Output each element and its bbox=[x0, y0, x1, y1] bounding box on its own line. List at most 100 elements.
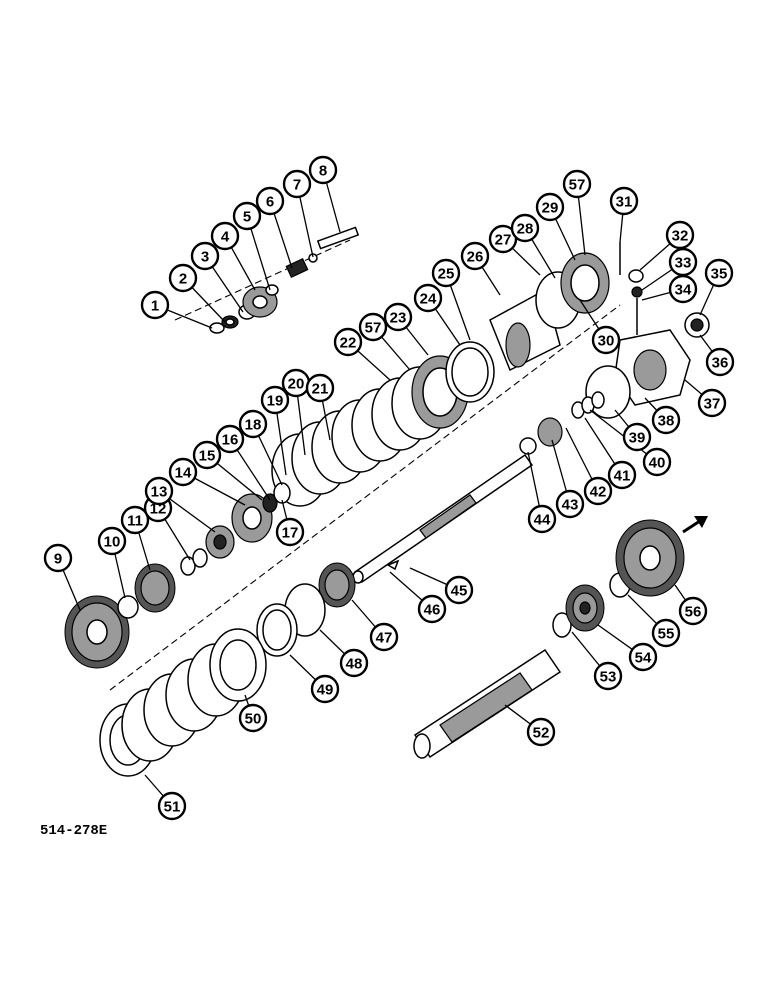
callout-8: 8 bbox=[308, 155, 338, 185]
callout-label: 55 bbox=[658, 626, 675, 643]
callout-label: 39 bbox=[629, 430, 646, 447]
callout-label: 28 bbox=[517, 221, 534, 238]
callout-28: 28 bbox=[510, 213, 540, 243]
callout-18: 18 bbox=[238, 409, 268, 439]
callout-label: 26 bbox=[467, 249, 484, 266]
callout-3: 3 bbox=[190, 241, 220, 271]
callout-21: 21 bbox=[305, 373, 335, 403]
callout-56: 56 bbox=[678, 596, 708, 626]
callout-label: 11 bbox=[127, 513, 143, 530]
callout-54: 54 bbox=[628, 642, 658, 672]
part-ring-16 bbox=[262, 493, 278, 513]
callout-29: 29 bbox=[535, 192, 565, 222]
callout-44: 44 bbox=[527, 504, 557, 534]
part-nut-32 bbox=[628, 269, 644, 283]
part-pin-8 bbox=[316, 226, 360, 250]
callout-label: 52 bbox=[533, 725, 550, 742]
callout-label: 18 bbox=[245, 417, 262, 434]
callout-24: 24 bbox=[413, 283, 443, 313]
callout-13: 13 bbox=[144, 476, 174, 506]
callout-label: 3 bbox=[201, 249, 209, 266]
callout-label: 43 bbox=[562, 497, 579, 514]
callout-34: 34 bbox=[668, 274, 698, 304]
callout-label: 7 bbox=[293, 177, 301, 194]
callout-25: 25 bbox=[431, 258, 461, 288]
callout-47: 47 bbox=[369, 622, 399, 652]
callout-48: 48 bbox=[339, 648, 369, 678]
callout-39: 39 bbox=[622, 422, 652, 452]
part-bushing-10 bbox=[117, 595, 139, 619]
part-washer-17 bbox=[273, 482, 291, 504]
callout-label: 25 bbox=[438, 266, 455, 283]
part-key-45 bbox=[386, 559, 400, 571]
callout-label: 27 bbox=[495, 232, 512, 249]
callout-label: 19 bbox=[267, 393, 284, 410]
callout-27: 27 bbox=[488, 224, 518, 254]
callout-26: 26 bbox=[460, 241, 490, 271]
callout-22: 22 bbox=[333, 327, 363, 357]
callout-9: 9 bbox=[43, 543, 73, 573]
callout-33: 33 bbox=[668, 247, 698, 277]
callout-label: 2 bbox=[179, 271, 187, 288]
callout-label: 17 bbox=[282, 525, 299, 542]
callout-label: 34 bbox=[675, 282, 692, 299]
callout-label: 23 bbox=[390, 310, 407, 327]
callout-4: 4 bbox=[210, 221, 240, 251]
callout-label: 4 bbox=[221, 229, 230, 246]
clutch-pack-lower bbox=[99, 628, 267, 777]
callout-label: 6 bbox=[266, 194, 274, 211]
callout-label: 57 bbox=[365, 320, 382, 337]
callout-35: 35 bbox=[704, 258, 734, 288]
callout-label: 38 bbox=[658, 413, 675, 430]
callout-19: 19 bbox=[260, 385, 290, 415]
callout-label: 44 bbox=[534, 512, 551, 529]
callout-5: 5 bbox=[232, 201, 262, 231]
callout-11: 11 bbox=[120, 505, 150, 535]
gear-train-left bbox=[64, 482, 291, 669]
callout-14: 14 bbox=[168, 457, 198, 487]
callout-label: 21 bbox=[312, 381, 329, 398]
callout-label: 32 bbox=[672, 228, 689, 245]
callout-label: 10 bbox=[104, 534, 121, 551]
callout-37: 37 bbox=[697, 388, 727, 418]
part-washer-44 bbox=[519, 437, 537, 455]
callout-label: 31 bbox=[616, 194, 633, 211]
callout-label: 47 bbox=[376, 630, 393, 647]
callout-label: 22 bbox=[340, 335, 357, 352]
callout-52: 52 bbox=[526, 717, 556, 747]
callout-label: 20 bbox=[288, 376, 305, 393]
callout-label: 56 bbox=[685, 604, 702, 621]
callout-50: 50 bbox=[238, 703, 268, 733]
document-number: 514-278E bbox=[40, 823, 107, 839]
callout-55: 55 bbox=[651, 618, 681, 648]
arrow-upper-right-icon bbox=[682, 516, 708, 534]
callout-41: 41 bbox=[607, 460, 637, 490]
callout-label: 48 bbox=[346, 656, 363, 673]
callout-31: 31 bbox=[609, 186, 639, 216]
callout-label: 49 bbox=[317, 682, 334, 699]
callout-40: 40 bbox=[642, 447, 672, 477]
callout-label: 54 bbox=[635, 650, 652, 667]
callout-20: 20 bbox=[281, 368, 311, 398]
small-parts-group bbox=[209, 226, 360, 334]
part-washer-5 bbox=[265, 284, 279, 296]
callout-label: 9 bbox=[54, 551, 62, 568]
callout-30: 30 bbox=[591, 325, 621, 355]
callout-15: 15 bbox=[192, 440, 222, 470]
main-shaft-group bbox=[413, 519, 685, 759]
part-washer-33 bbox=[631, 286, 643, 298]
callout-23: 23 bbox=[383, 302, 413, 332]
callout-17: 17 bbox=[275, 517, 305, 547]
callout-10: 10 bbox=[97, 526, 127, 556]
part-snap-ring-53 bbox=[552, 612, 572, 638]
callout-label: 45 bbox=[451, 583, 468, 600]
callout-57: 57 bbox=[358, 312, 388, 342]
callout-label: 51 bbox=[164, 799, 181, 816]
callout-1: 1 bbox=[140, 290, 170, 320]
callout-label: 1 bbox=[151, 298, 159, 315]
cover-assembly bbox=[519, 242, 710, 455]
assembly-axis-upper bbox=[174, 239, 351, 321]
callout-16: 16 bbox=[215, 424, 245, 454]
